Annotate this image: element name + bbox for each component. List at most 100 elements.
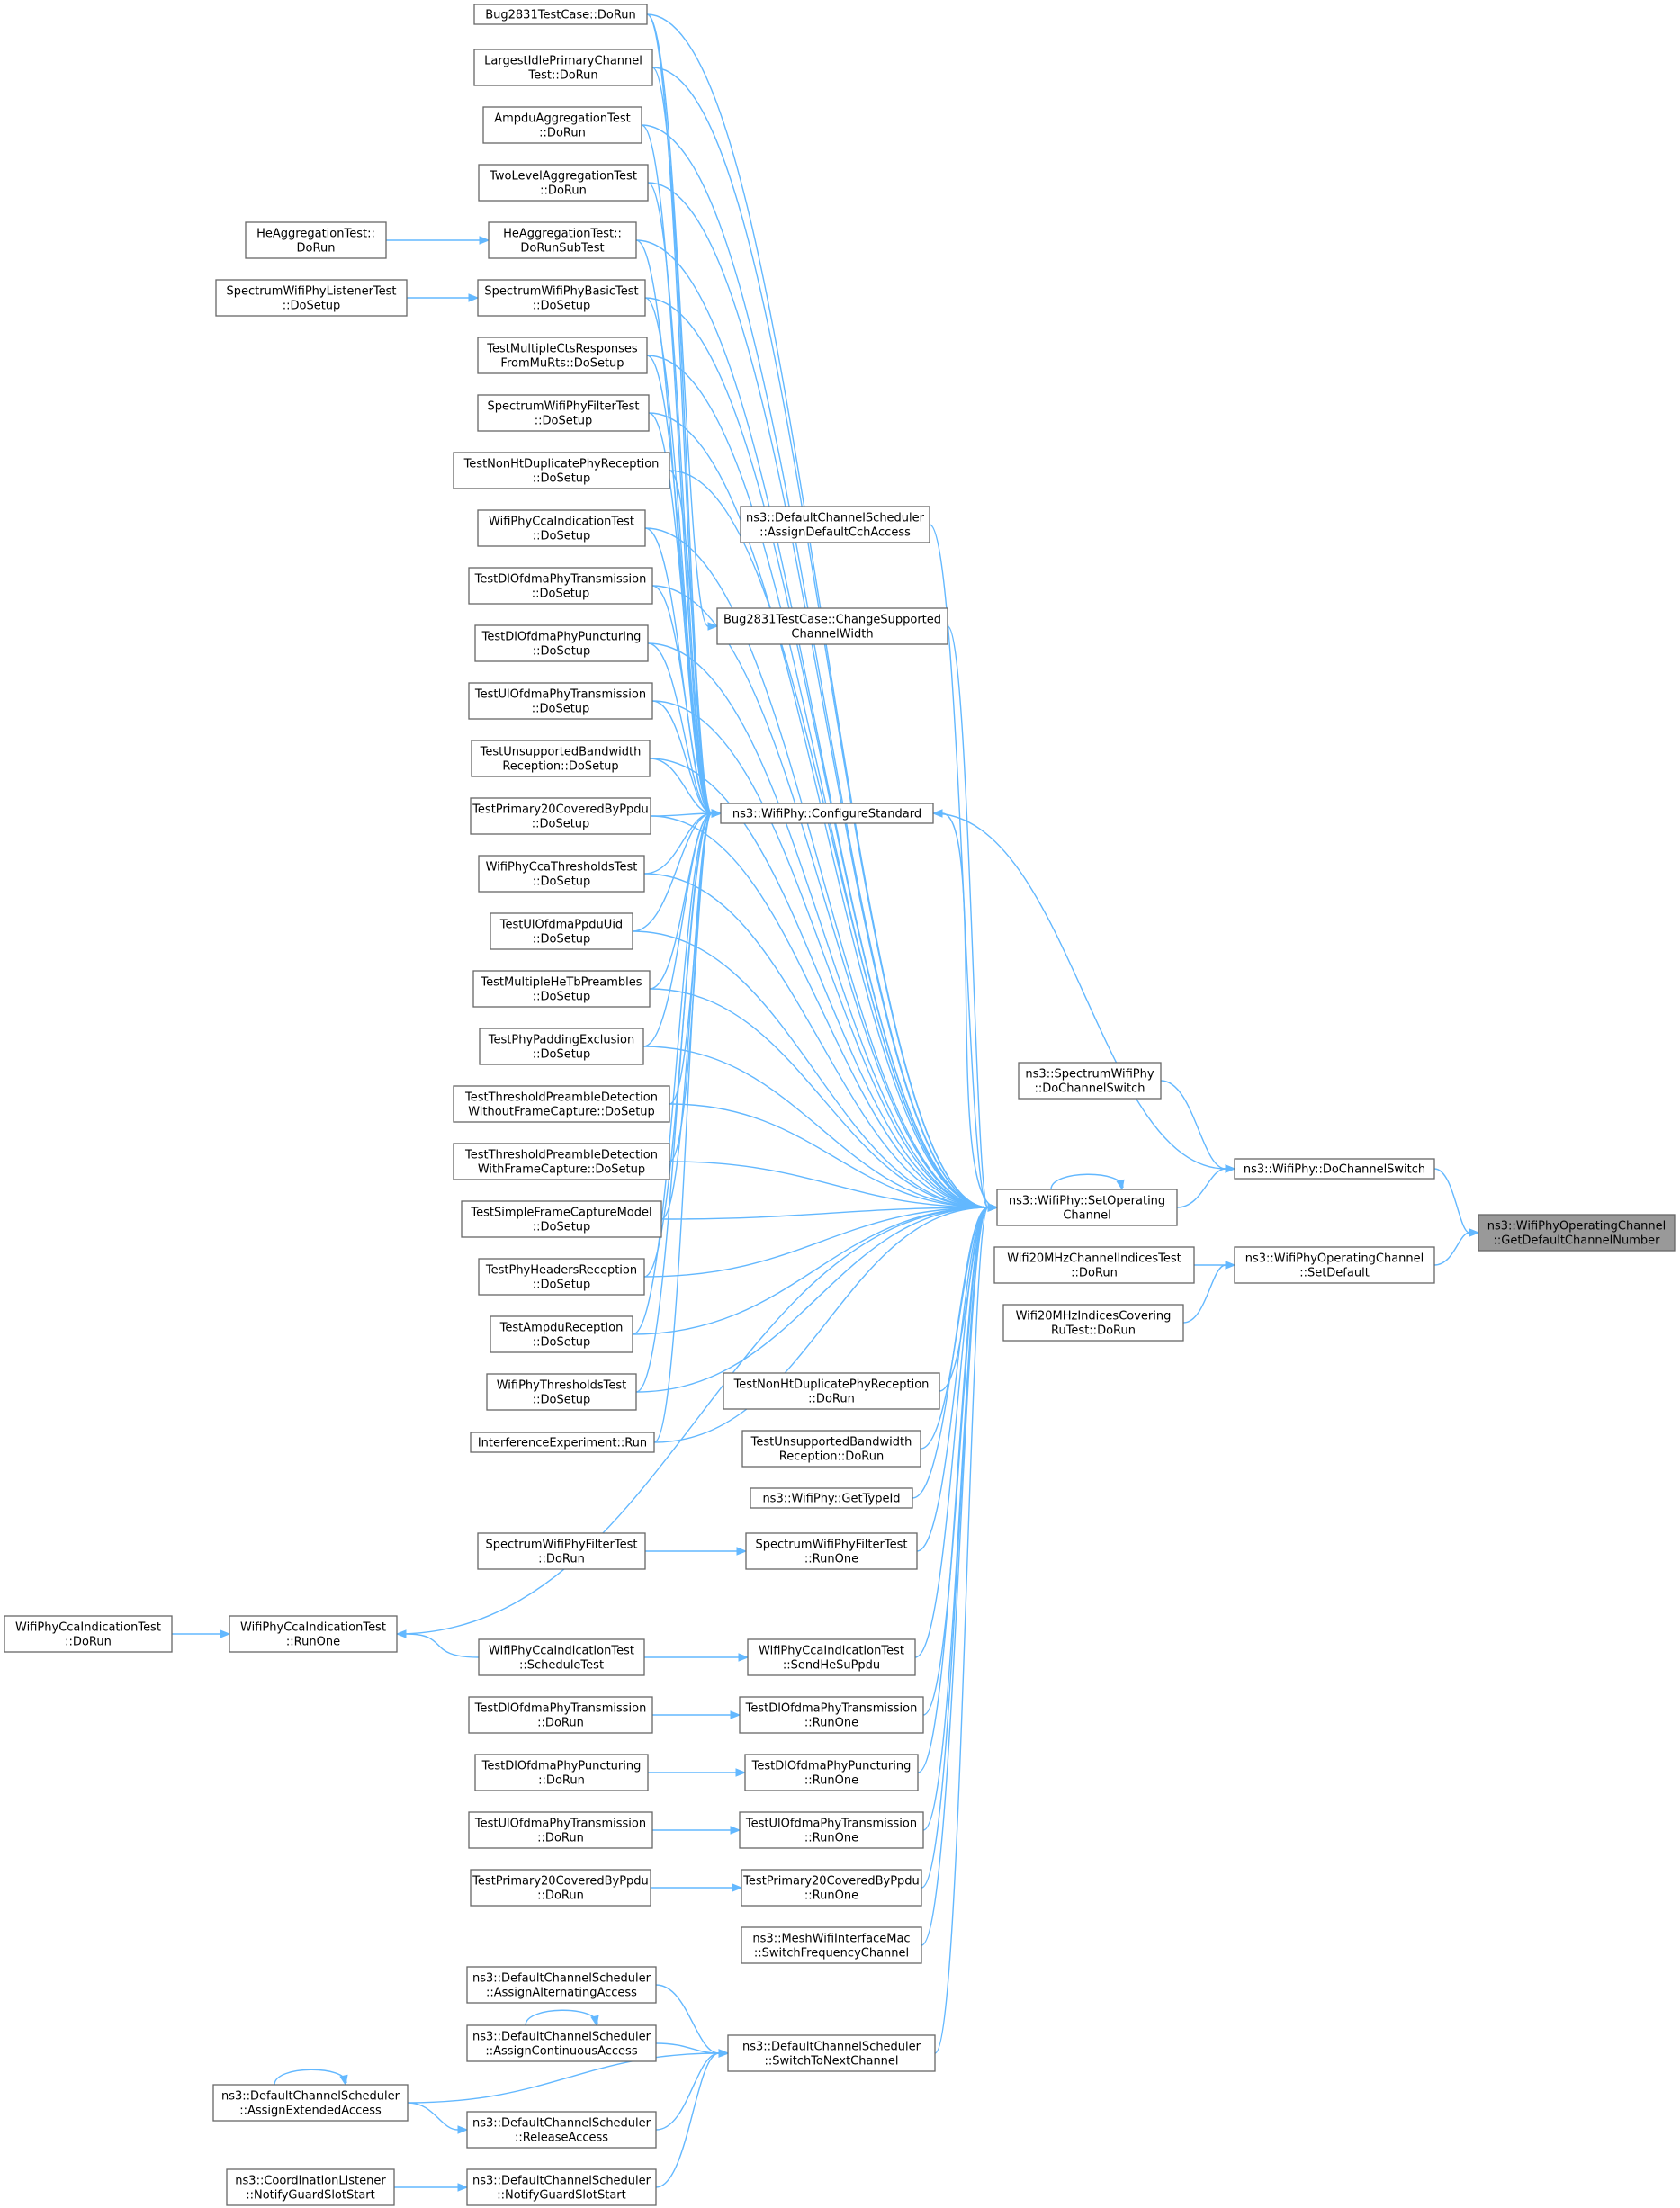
- node-box[interactable]: [486, 1373, 637, 1411]
- node-box[interactable]: [453, 1143, 670, 1180]
- node-box[interactable]: [482, 106, 642, 144]
- node-dlpuncdorun[interactable]: TestDlOfdmaPhyPuncturing::DoRun: [474, 1754, 649, 1791]
- node-box[interactable]: [466, 2168, 657, 2206]
- node-setdefault[interactable]: ns3::WifiPhyOperatingChannel::SetDefault: [1234, 1246, 1435, 1284]
- node-box[interactable]: [1234, 1246, 1435, 1284]
- node-multihetb[interactable]: TestMultipleHeTbPreambles::DoSetup: [472, 970, 651, 1008]
- node-box[interactable]: [477, 337, 648, 374]
- node-wifi20chan[interactable]: Wifi20MHzChannelIndicesTest::DoRun: [993, 1246, 1195, 1284]
- node-box[interactable]: [744, 1754, 919, 1791]
- node-box[interactable]: [477, 394, 650, 432]
- node-assigncont[interactable]: ns3::DefaultChannelScheduler::AssignCont…: [466, 2024, 657, 2062]
- node-box[interactable]: [1234, 1158, 1435, 1180]
- node-box[interactable]: [229, 1615, 398, 1653]
- node-box[interactable]: [739, 1696, 924, 1734]
- node-switchnext[interactable]: ns3::DefaultChannelScheduler::SwitchToNe…: [727, 2034, 936, 2072]
- node-box[interactable]: [212, 2084, 409, 2122]
- node-box[interactable]: [4, 1615, 173, 1653]
- node-assignext[interactable]: ns3::DefaultChannelScheduler::AssignExte…: [212, 2084, 409, 2122]
- node-box[interactable]: [993, 1246, 1195, 1284]
- node-box[interactable]: [468, 567, 653, 605]
- node-box[interactable]: [1018, 1062, 1162, 1100]
- node-box[interactable]: [473, 4, 648, 25]
- node-box[interactable]: [745, 1532, 918, 1570]
- node-box[interactable]: [1002, 1304, 1184, 1342]
- node-coordnotify[interactable]: ns3::CoordinationListener::NotifyGuardSl…: [226, 2168, 395, 2206]
- node-spectrumdoswitch[interactable]: ns3::SpectrumWifiPhy::DoChannelSwitch: [1018, 1062, 1162, 1100]
- node-box[interactable]: [468, 682, 653, 720]
- node-specfilterrunone[interactable]: SpectrumWifiPhyFilterTest::RunOne: [745, 1532, 918, 1570]
- node-dltxdorun[interactable]: TestDlOfdmaPhyTransmission::DoRun: [468, 1696, 653, 1734]
- node-ccarunone[interactable]: WifiPhyCcaIndicationTest::RunOne: [229, 1615, 398, 1653]
- node-box[interactable]: [471, 740, 651, 777]
- node-configstd[interactable]: ns3::WifiPhy::ConfigureStandard: [720, 803, 934, 824]
- node-box[interactable]: [740, 506, 930, 543]
- node-dochanswitch[interactable]: ns3::WifiPhy::DoChannelSwitch: [1234, 1158, 1435, 1180]
- node-box[interactable]: [461, 1200, 662, 1238]
- node-box[interactable]: [488, 221, 637, 259]
- node-box[interactable]: [470, 1432, 655, 1453]
- node-p20dorun[interactable]: TestPrimary20CoveredByPpdu::DoRun: [470, 1869, 651, 1907]
- node-box[interactable]: [490, 912, 633, 950]
- node-box[interactable]: [474, 1754, 649, 1791]
- node-box[interactable]: [466, 2024, 657, 2062]
- node-specfiltersetup[interactable]: SpectrumWifiPhyFilterTest::DoSetup: [477, 394, 650, 432]
- node-box[interactable]: [215, 279, 408, 317]
- node-box[interactable]: [466, 1966, 657, 2004]
- node-ccasched[interactable]: WifiPhyCcaIndicationTest::ScheduleTest: [478, 1638, 645, 1676]
- node-box[interactable]: [741, 1430, 921, 1468]
- node-box[interactable]: [716, 607, 948, 645]
- node-box[interactable]: [1478, 1214, 1676, 1252]
- node-ultxdorun[interactable]: TestUlOfdmaPhyTransmission::DoRun: [468, 1811, 653, 1849]
- node-ultxsetup[interactable]: TestUlOfdmaPhyTransmission::DoSetup: [468, 682, 653, 720]
- node-notifyguard[interactable]: ns3::DefaultChannelScheduler::NotifyGuar…: [466, 2168, 657, 2206]
- node-release[interactable]: ns3::DefaultChannelScheduler::ReleaseAcc…: [466, 2111, 657, 2149]
- node-box[interactable]: [490, 1315, 633, 1353]
- node-box[interactable]: [226, 2168, 395, 2206]
- node-dltxsetup[interactable]: TestDlOfdmaPhyTransmission::DoSetup: [468, 567, 653, 605]
- node-meshswitch[interactable]: ns3::MeshWifiInterfaceMac::SwitchFrequen…: [741, 1926, 922, 1964]
- node-specbasic[interactable]: SpectrumWifiPhyBasicTest::DoSetup: [477, 279, 646, 317]
- node-padexcl[interactable]: TestPhyPaddingExclusion::DoSetup: [479, 1028, 644, 1065]
- node-twolevel[interactable]: TwoLevelAggregationTest::DoRun: [478, 164, 649, 202]
- node-box[interactable]: [474, 624, 649, 662]
- node-box[interactable]: [468, 1696, 653, 1734]
- node-box[interactable]: [473, 49, 653, 86]
- node-box[interactable]: [723, 1372, 940, 1410]
- node-dlpuncsetup[interactable]: TestDlOfdmaPhyPuncturing::DoSetup: [474, 624, 649, 662]
- node-multicts[interactable]: TestMultipleCtsResponsesFromMuRts::DoSet…: [477, 337, 648, 374]
- node-assignalt[interactable]: ns3::DefaultChannelScheduler::AssignAlte…: [466, 1966, 657, 2004]
- node-threshwithout[interactable]: TestThresholdPreambleDetectionWithoutFra…: [453, 1085, 670, 1123]
- node-box[interactable]: [750, 1487, 913, 1509]
- node-speclistener[interactable]: SpectrumWifiPhyListenerTest::DoSetup: [215, 279, 408, 317]
- node-ccadorun[interactable]: WifiPhyCcaIndicationTest::DoRun: [4, 1615, 173, 1653]
- node-box[interactable]: [466, 2111, 657, 2149]
- node-box[interactable]: [479, 1028, 644, 1065]
- node-dlpuncrunone[interactable]: TestDlOfdmaPhyPuncturing::RunOne: [744, 1754, 919, 1791]
- node-dltxrunone[interactable]: TestDlOfdmaPhyTransmission::RunOne: [739, 1696, 924, 1734]
- node-interfexp[interactable]: InterferenceExperiment::Run: [470, 1432, 655, 1453]
- node-box[interactable]: [739, 1811, 924, 1849]
- node-box[interactable]: [245, 221, 387, 259]
- node-box[interactable]: [470, 1869, 651, 1907]
- node-box[interactable]: [478, 1258, 645, 1296]
- node-phyheaders[interactable]: TestPhyHeadersReception::DoSetup: [478, 1258, 645, 1296]
- node-box[interactable]: [478, 164, 649, 202]
- node-box[interactable]: [453, 452, 670, 489]
- node-box[interactable]: [741, 1869, 922, 1907]
- node-box[interactable]: [453, 1085, 670, 1123]
- node-threshwith[interactable]: TestThresholdPreambleDetectionWithFrameC…: [453, 1143, 670, 1180]
- node-bugchange[interactable]: Bug2831TestCase::ChangeSupportedChannelW…: [716, 607, 948, 645]
- node-box[interactable]: [470, 797, 651, 835]
- node-heaggsub[interactable]: HeAggregationTest::DoRunSubTest: [488, 221, 637, 259]
- node-phythresh[interactable]: WifiPhyThresholdsTest::DoSetup: [486, 1373, 637, 1411]
- node-heaggrun[interactable]: HeAggregationTest::DoRun: [245, 221, 387, 259]
- node-bugdorun[interactable]: Bug2831TestCase::DoRun: [473, 4, 648, 25]
- node-ccasendhe[interactable]: WifiPhyCcaIndicationTest::SendHeSuPpdu: [747, 1638, 916, 1676]
- node-p20runone[interactable]: TestPrimary20CoveredByPpdu::RunOne: [741, 1869, 922, 1907]
- node-gettypeid[interactable]: ns3::WifiPhy::GetTypeId: [750, 1487, 913, 1509]
